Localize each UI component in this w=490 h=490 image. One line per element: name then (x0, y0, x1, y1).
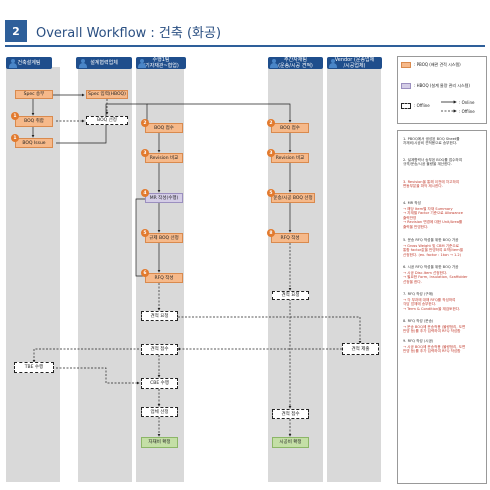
lane-name: 주간자재팀 (운송/시공 견적) (278, 57, 313, 69)
revision-compare-box-1: Revision 비교 (145, 153, 183, 163)
lane-header-execution-team: 수행1팀 (기자재관~협업) (136, 57, 186, 69)
person-icon (270, 59, 278, 68)
note-5-detail: → Gross Weight 및 CBM 기준으로 통합 factor값을 반영… (403, 244, 463, 257)
spec-issue-box: Spec 송부 (15, 90, 53, 99)
transport-boq-select-box: 운송/시공 BOQ 선정 (271, 193, 315, 203)
note-2: 2. 설계협력사 송부된 BOQ를 접수하여 규격/운송/시공 물량을 계산한다… (403, 158, 463, 167)
title-divider (5, 45, 485, 47)
notes-panel (397, 130, 487, 484)
lane-header-vendor: Vendor (운송업체 /시공업체) (327, 57, 382, 69)
lane-header-material-team: 주간자재팀 (운송/시공 견적) (268, 57, 323, 69)
note-4: 4. MR 작성 (403, 201, 421, 205)
note-6: 6. 시공 RFQ 작성을 위한 BOQ 가공 (403, 265, 459, 269)
lane-name: Vendor (운송업체 /시공업체) (334, 57, 375, 69)
note-7-detail: → 각 부과에 대해 RFQ를 작성하여 각담 업체에 송부한다. → Term… (403, 298, 461, 311)
legend-offline-swatch (401, 103, 411, 109)
quote-receive-box-2: 견적 접수 (272, 409, 309, 419)
vendor-select-box: 업체 선정 (141, 407, 178, 417)
legend-hboq-swatch (401, 83, 411, 89)
boq-issue-box: BOQ Issue (15, 138, 53, 148)
quote-request-box-2: 견적 요청 (272, 291, 309, 300)
person-icon (9, 59, 17, 68)
note-9: 9. RFQ 작성 (시공) (403, 339, 434, 343)
step-badge: 1 (11, 134, 19, 142)
note-9-detail: → 시공 BOQ에 운송적용 (물량정리, 도면 반영 등)를 추가 입력하여 … (403, 345, 466, 354)
quote-request-box-1: 견적 요청 (141, 311, 178, 321)
note-3: 3. Revision을 통해 이전에 차고하여 변동부분을 파악 제시한다. (403, 180, 460, 189)
tbe-box: TBE 수행 (14, 362, 54, 373)
boq-select-box: BOQ 선정 (86, 116, 128, 125)
note-8-detail: → 운송 BOQ에 운송적용 (물량정리, 도면 반영 등)를 추가 입력하여 … (403, 325, 466, 334)
note-5: 5. 운송 RFQ 작성을 위한 BOQ 가공 (403, 238, 459, 242)
lane-name: 수행1팀 (기자재관~협업) (143, 57, 179, 69)
step-badge: 2 (267, 119, 275, 127)
note-1: 1. PBOQ에서 생성된 BOQ Sheet를 자재비/시공비 견적용으로 송… (403, 137, 460, 146)
lane-design-partner (78, 67, 132, 482)
step-badge: 2 (141, 119, 149, 127)
legend-offline-arrow-label: : Offline (459, 109, 475, 114)
legend-arrows (441, 100, 457, 113)
legend-pboq-label: : PBOQ (배관 견적 시스템) (414, 62, 461, 67)
boq-create-box: BOQ 취합 (15, 116, 53, 127)
note-4-detail: → 해당 Item별 자재 Summary → 자재별 Factor 기준으로 … (403, 207, 463, 229)
section-number: 2 (5, 20, 27, 42)
step-badge: 3 (141, 149, 149, 157)
person-icon (79, 59, 87, 68)
legend-offline-box-label: : Offline (414, 103, 430, 108)
boq-receive-box-1: BOQ 접수 (145, 123, 183, 133)
note-8: 8. RFQ 작성 (운송) (403, 319, 434, 323)
construction-cost-confirm-box: 시공비 확정 (272, 437, 309, 448)
step-badge: 6 (141, 269, 149, 277)
rfq-create-box-1: RFQ 작성 (145, 273, 183, 283)
person-icon (138, 59, 146, 68)
spec-input-box: Spec 입력(HBOQ) (86, 90, 128, 99)
rfq-create-box-2: RFQ 작성 (271, 233, 309, 243)
revision-compare-box-2: Revision 비교 (271, 153, 309, 163)
step-badge: 5 (267, 189, 275, 197)
step-badge: 1 (11, 112, 19, 120)
step-badge: 4 (141, 189, 149, 197)
material-cost-confirm-box: 자재비 확정 (141, 437, 178, 448)
spec-boq-select-box: 규제 BOQ 선정 (145, 233, 183, 243)
quote-submit-box: 견적 제출 (342, 343, 379, 355)
step-badge: 3 (267, 149, 275, 157)
boq-receive-box-2: BOQ 접수 (271, 123, 309, 133)
lane-name: 건축설계팀 (17, 60, 41, 66)
note-7: 7. RFQ 작성 (구매) (403, 292, 434, 296)
legend (397, 56, 487, 124)
person-icon (329, 59, 337, 68)
legend-online-label: : Online (459, 100, 475, 105)
step-badge: 5 (141, 229, 149, 237)
lane-header-design-partner: 설계협력업체 (76, 57, 132, 69)
step-badge: 8 (267, 229, 275, 237)
legend-hboq-label: : HBOQ (설계 물량 관리 시스템) (414, 83, 470, 88)
quote-receive-box-1: 견적 접수 (141, 344, 178, 355)
lane-name: 설계협력업체 (90, 60, 118, 66)
page-title: Overall Workflow : 건축 (화공) (36, 25, 222, 41)
note-6-detail: → 시공 Disc.Item 선정한다. → 필요한 Form, Insulat… (403, 271, 468, 284)
lane-vendor (327, 67, 381, 482)
legend-pboq-swatch (401, 62, 411, 68)
lane-header-architecture-design: 건축설계팀 (6, 57, 52, 69)
mr-create-box: MR 작성(수행) (145, 193, 183, 203)
cbe-box: CBE 수행 (141, 378, 178, 389)
